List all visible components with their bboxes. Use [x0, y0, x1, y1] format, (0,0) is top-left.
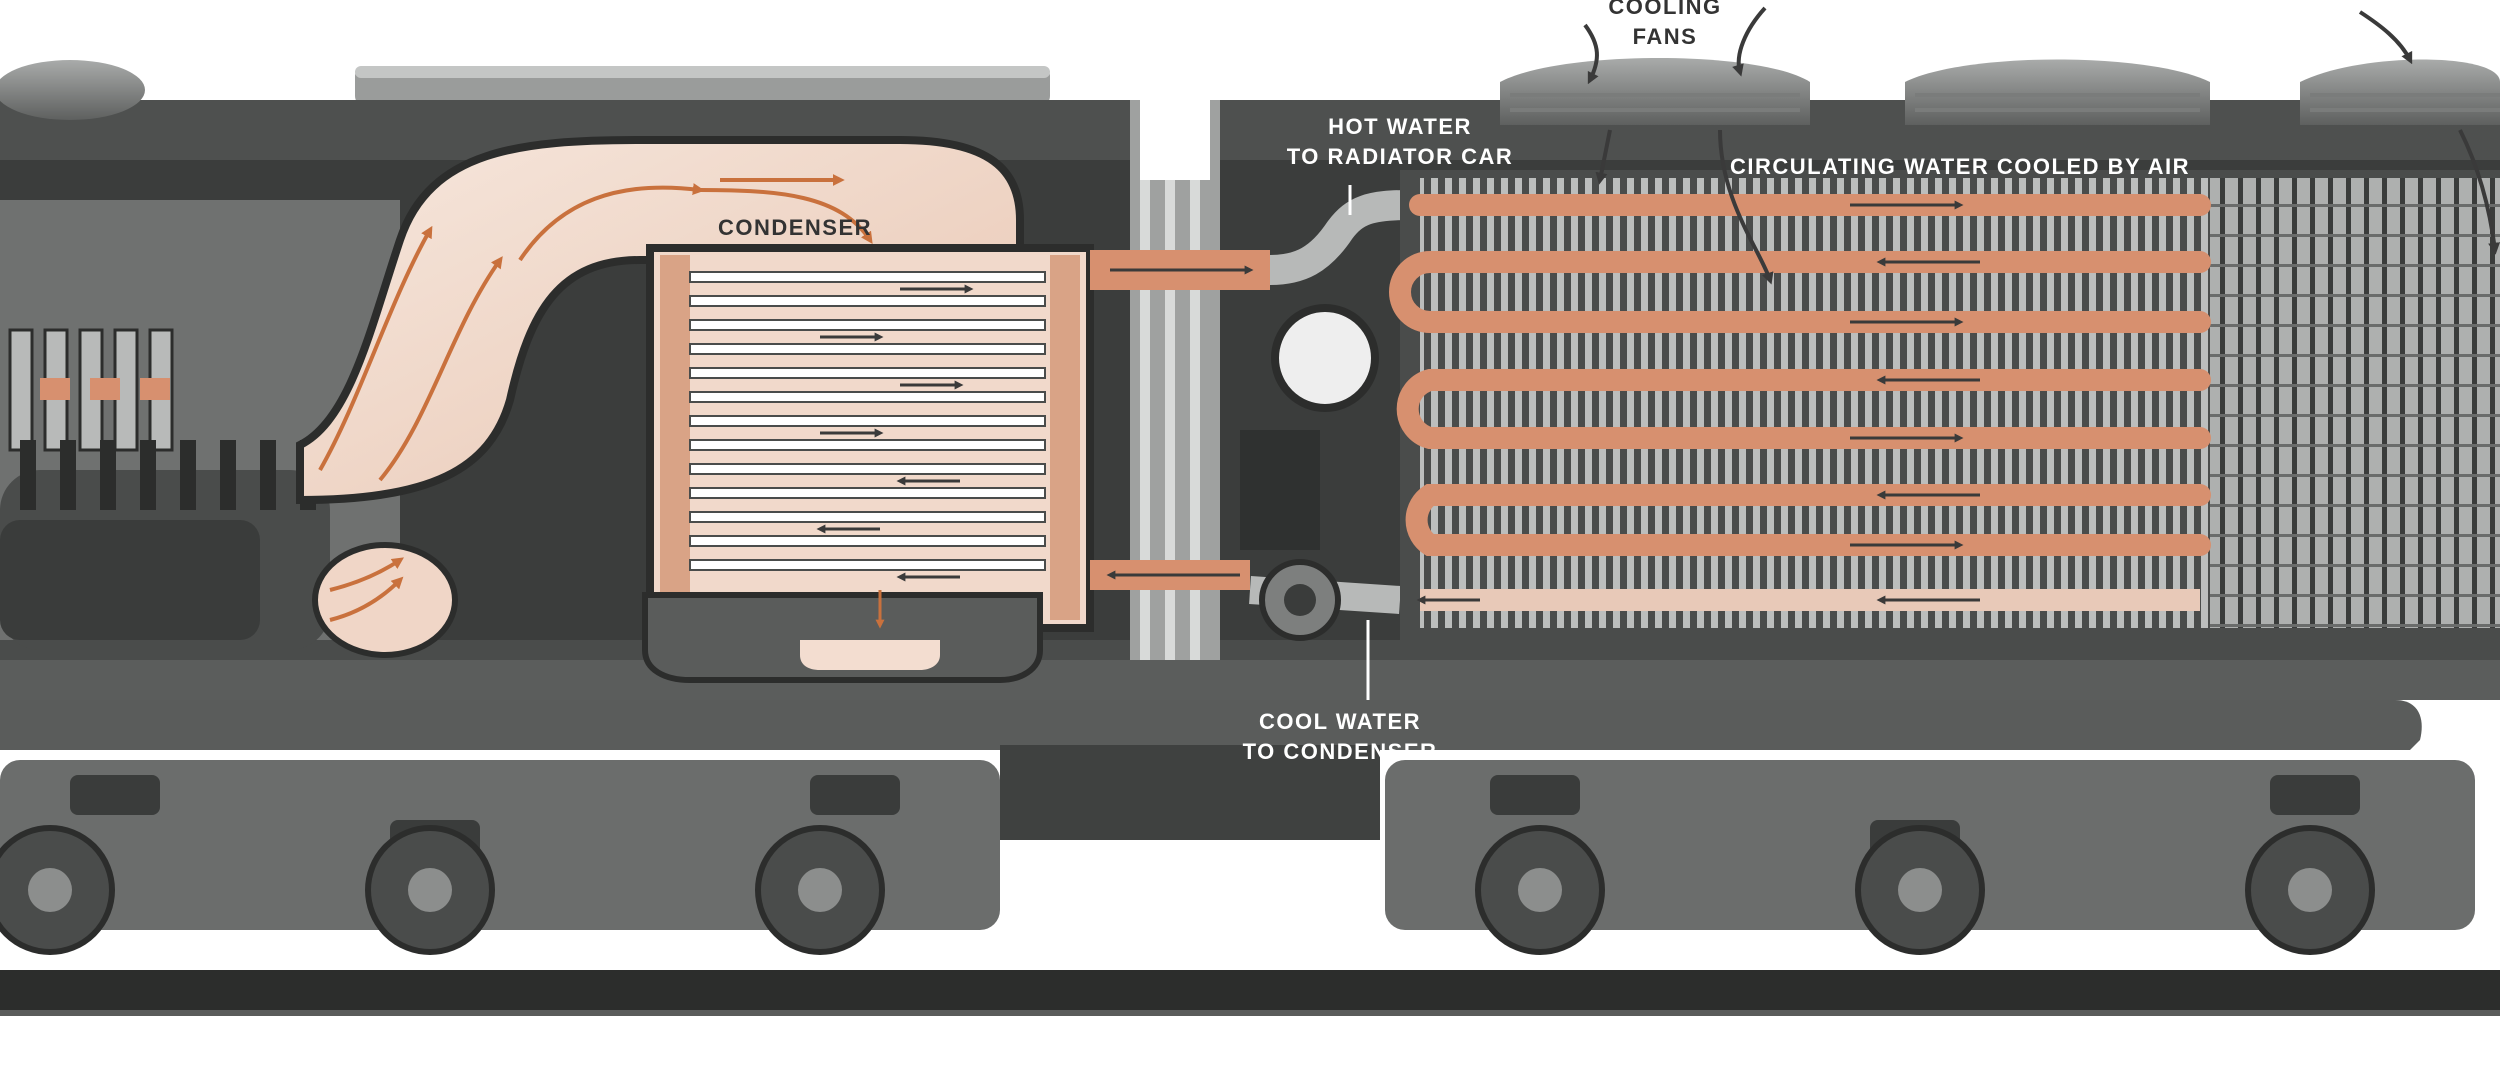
- hot-water-line1: HOT WATER: [1275, 112, 1525, 142]
- cooling-fans-line2: FANS: [1590, 22, 1740, 52]
- circulating-water-label: CIRCULATING WATER COOLED BY AIR: [1680, 152, 2240, 182]
- cool-water-label: COOL WATER TO CONDENSER: [1240, 707, 1440, 767]
- condenser-icon: [645, 248, 1090, 680]
- cooling-fans-line1: COOLING: [1590, 0, 1740, 22]
- cool-water-line1: COOL WATER: [1240, 707, 1440, 737]
- radiator-coil-icon: [1400, 170, 2500, 640]
- cool-water-line2: TO CONDENSER: [1240, 737, 1440, 767]
- condenser-label: CONDENSER: [700, 213, 890, 243]
- cooling-fans-label: COOLING FANS: [1590, 0, 1740, 52]
- hot-water-label: HOT WATER TO RADIATOR CAR: [1275, 112, 1525, 172]
- hot-water-line2: TO RADIATOR CAR: [1275, 142, 1525, 172]
